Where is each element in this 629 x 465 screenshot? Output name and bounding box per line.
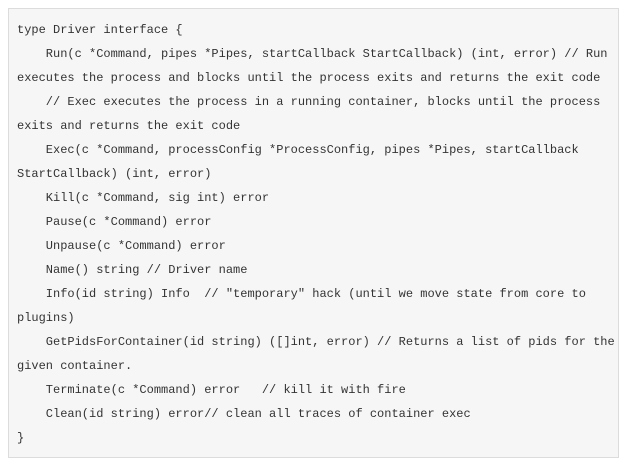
code-line: } <box>17 431 25 445</box>
code-line: Unpause(c *Command) error <box>17 239 226 253</box>
code-line: GetPidsForContainer(id string) ([]int, e… <box>17 335 615 349</box>
code-line: Run(c *Command, pipes *Pipes, startCallb… <box>17 47 608 61</box>
code-line: Kill(c *Command, sig int) error <box>17 191 270 205</box>
code-line: StartCallback) (int, error) <box>17 167 212 181</box>
code-line: Clean(id string) error// clean all trace… <box>17 407 471 421</box>
code-line: Name() string // Driver name <box>17 263 248 277</box>
code-line: type Driver interface { <box>17 23 183 37</box>
code-line: executes the process and blocks until th… <box>17 71 601 85</box>
code-block: type Driver interface { Run(c *Command, … <box>8 8 619 458</box>
code-line: plugins) <box>17 311 75 325</box>
code-line: Exec(c *Command, processConfig *ProcessC… <box>17 143 579 157</box>
code-line: Terminate(c *Command) error // kill it w… <box>17 383 406 397</box>
code-line: given container. <box>17 359 133 373</box>
code-line: Pause(c *Command) error <box>17 215 212 229</box>
code-lines: type Driver interface { Run(c *Command, … <box>17 18 615 450</box>
code-line: // Exec executes the process in a runnin… <box>17 95 601 109</box>
code-line: exits and returns the exit code <box>17 119 241 133</box>
code-line: Info(id string) Info // ″temporary″ hack… <box>17 287 586 301</box>
